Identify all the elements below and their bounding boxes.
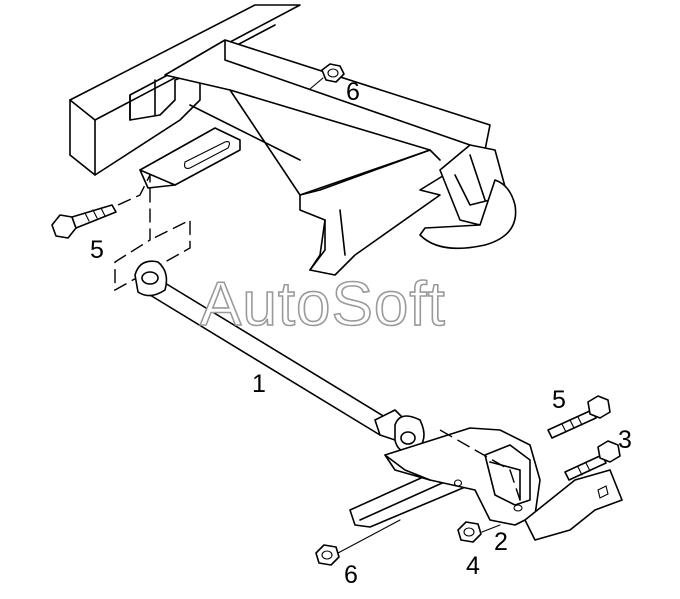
bolt-left <box>51 204 117 239</box>
watermark-text: AutoSoft <box>200 270 446 339</box>
nut-top <box>321 63 345 83</box>
callout-nut-lower: 4 <box>466 552 480 580</box>
vehicle-frame <box>69 4 517 276</box>
callout-nut-top: 6 <box>346 78 360 106</box>
nut-bottom <box>315 544 340 566</box>
track-rod <box>134 260 425 454</box>
axle-bracket <box>349 427 623 541</box>
callout-bracket: 2 <box>494 528 508 556</box>
bolt-right-lower <box>564 440 621 481</box>
bolt-right-upper <box>547 395 611 439</box>
callout-bolt-right-upper: 5 <box>552 386 566 414</box>
callout-bolt-left: 5 <box>90 236 104 264</box>
leader-lines <box>309 77 501 554</box>
assembly-guides-left <box>114 174 191 292</box>
nut-lower <box>457 521 482 543</box>
callout-bolt-right-lower: 3 <box>618 426 632 454</box>
callout-nut-bottom: 6 <box>344 561 358 589</box>
callout-rod: 1 <box>252 370 266 398</box>
